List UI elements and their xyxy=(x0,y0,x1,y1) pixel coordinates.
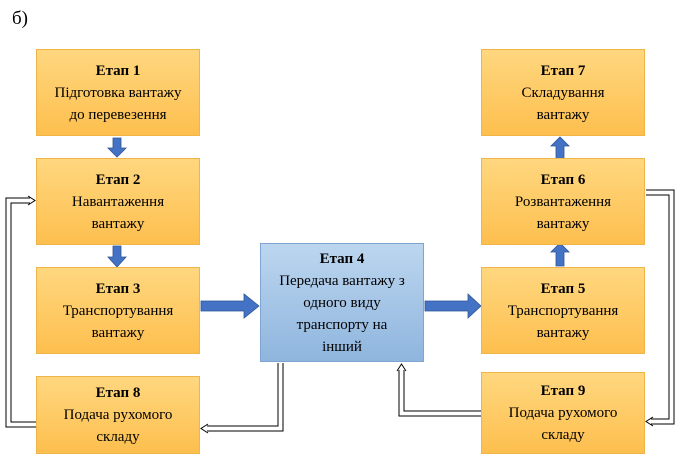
stage-6-number: Етап 6 xyxy=(540,171,586,188)
loop-stage8-to-stage2-outer xyxy=(5,197,36,428)
stage-4-box: Етап 4 Передача вантажу з одного виду тр… xyxy=(260,243,424,362)
stage-5-number: Етап 5 xyxy=(540,280,586,297)
arrow-stage1-to-stage2 xyxy=(107,137,127,158)
loop-stage6-to-stage9-outer xyxy=(646,189,675,425)
loop-stage8-to-stage2-inner xyxy=(10,202,36,423)
stage-9-text-line-2: складу xyxy=(541,427,585,443)
link-stage4-to-stage8-inner xyxy=(207,363,279,427)
stage-9-text-line-1: Подача рухомого xyxy=(508,405,618,421)
stage-6-text-line-1: Розвантаження xyxy=(514,193,612,210)
arrow-stage5-to-stage6 xyxy=(550,242,570,267)
stage-7-text-line-2: вантажу xyxy=(536,106,590,123)
stage-8-box: Етап 8 Подача рухомого складу xyxy=(36,376,200,454)
stage-1-text-line-2: до перевезення xyxy=(69,106,167,123)
stage-3-number: Етап 3 xyxy=(95,280,141,297)
figure-caption: б) xyxy=(12,8,28,29)
stage-1-text-line-1: Підготовка вантажу xyxy=(54,84,182,101)
stage-4-text-line-3: транспорту на xyxy=(296,316,388,333)
arrow-stage4-to-stage5 xyxy=(424,293,482,319)
stage-6-box: Етап 6 Розвантаження вантажу xyxy=(481,158,645,245)
link-stage4-to-stage8-outer xyxy=(207,363,284,432)
stage-9-box: Етап 9 Подача рухомого складу xyxy=(481,372,645,454)
loop-stage6-to-stage9-inner xyxy=(646,194,670,420)
stage-4-text-line-1: Передача вантажу з xyxy=(279,272,405,289)
stage-2-text-line-2: вантажу xyxy=(91,215,145,232)
stage-7-box: Етап 7 Складування вантажу xyxy=(481,49,645,136)
stage-9-number: Етап 9 xyxy=(540,383,586,399)
stage-6-text-line-2: вантажу xyxy=(536,215,590,232)
arrow-stage6-to-stage7 xyxy=(550,136,570,160)
stage-8-text-line-2: складу xyxy=(96,429,140,445)
stage-4-number: Етап 4 xyxy=(319,250,365,267)
link-stage9-to-stage4-inner xyxy=(403,370,481,412)
stage-1-number: Етап 1 xyxy=(95,62,141,79)
arrow-stage3-to-stage4 xyxy=(200,293,260,319)
arrow-stage2-to-stage3 xyxy=(107,245,127,268)
stage-4-text-line-4: інший xyxy=(322,338,362,355)
stage-3-text-line-2: вантажу xyxy=(91,324,145,341)
stage-8-number: Етап 8 xyxy=(95,385,141,401)
stage-3-box: Етап 3 Транспортування вантажу xyxy=(36,267,200,354)
stage-5-text-line-1: Транспортування xyxy=(507,302,619,319)
link-stage9-to-stage4-outer xyxy=(398,370,481,417)
stage-8-text-line-1: Подача рухомого xyxy=(63,407,173,423)
stage-2-box: Етап 2 Навантаження вантажу xyxy=(36,158,200,245)
stage-5-text-line-2: вантажу xyxy=(536,324,590,341)
stage-3-text-line-1: Транспортування xyxy=(62,302,174,319)
stage-7-text-line-1: Складування xyxy=(521,84,605,101)
stage-7-number: Етап 7 xyxy=(540,62,586,79)
stage-5-box: Етап 5 Транспортування вантажу xyxy=(481,267,645,354)
stage-1-box: Етап 1 Підготовка вантажу до перевезення xyxy=(36,49,200,136)
stage-2-number: Етап 2 xyxy=(95,171,141,188)
stage-4-text-line-2: одного виду xyxy=(303,294,381,311)
stage-2-text-line-1: Навантаження xyxy=(71,193,165,210)
